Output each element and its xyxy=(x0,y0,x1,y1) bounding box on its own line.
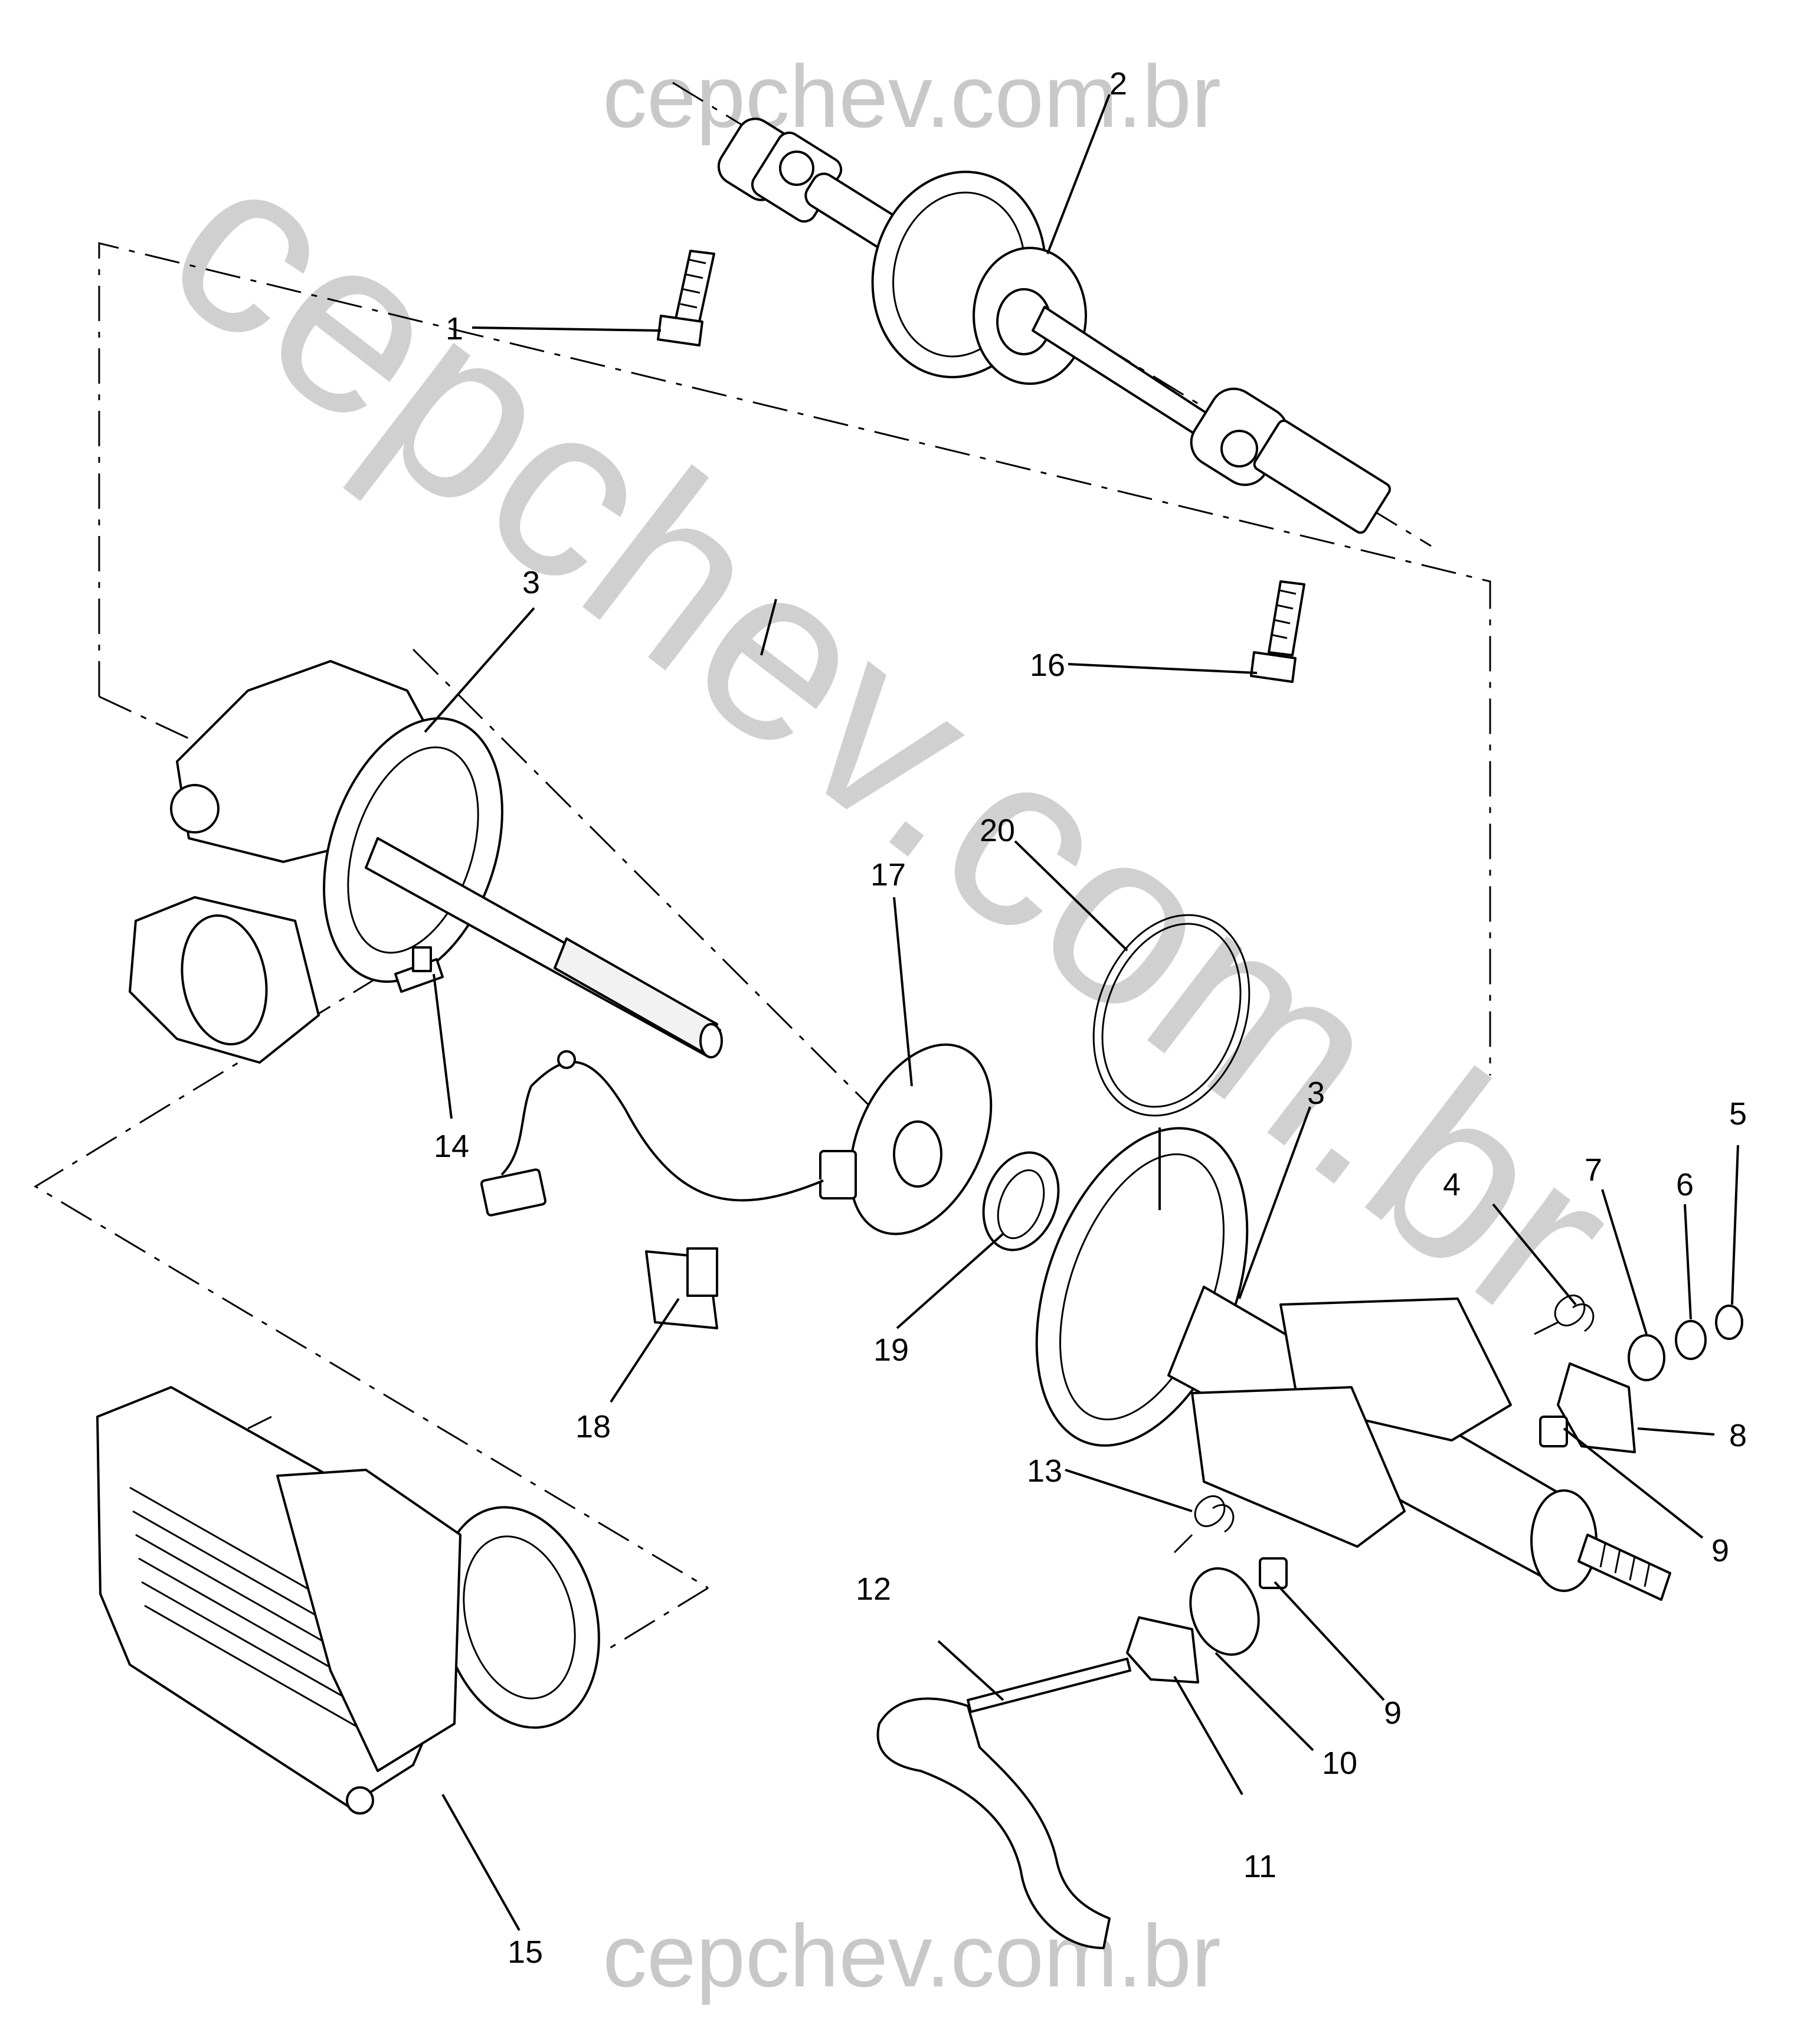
electric-power-steering-motor xyxy=(96,1386,600,1815)
bolt-16 xyxy=(1250,580,1305,683)
callout-19: 19 xyxy=(873,1332,909,1368)
callout-15: 15 xyxy=(508,1934,543,1970)
connector-18 xyxy=(645,1247,718,1329)
callout-13: 13 xyxy=(1027,1453,1062,1489)
callout-20: 20 xyxy=(980,813,1015,848)
washer-19 xyxy=(982,1151,1060,1251)
steering-column-upper-housing xyxy=(129,660,723,1064)
washer-7 xyxy=(1628,1334,1665,1381)
callout-9-lower: 9 xyxy=(1384,1695,1402,1731)
pawl-9-upper xyxy=(1539,1416,1568,1447)
callout-11: 11 xyxy=(1243,1849,1276,1884)
cam-10 xyxy=(1189,1567,1260,1656)
steering-angle-sensor xyxy=(480,1043,993,1236)
callout-18: 18 xyxy=(575,1409,611,1444)
small-parts-right xyxy=(1126,1295,1743,1684)
callout-3-lower: 3 xyxy=(1307,1076,1325,1111)
watermark-bottom: cepchev.com.br xyxy=(603,1906,1221,2005)
callout-7: 7 xyxy=(1585,1152,1602,1188)
callout-5: 5 xyxy=(1729,1096,1747,1132)
pawl-9-lower xyxy=(1259,1557,1288,1589)
watermark-top: cepchev.com.br xyxy=(603,47,1221,146)
callout-10: 10 xyxy=(1322,1746,1357,1781)
leader-lines xyxy=(424,94,1739,1931)
callout-14: 14 xyxy=(434,1129,469,1164)
callout-8: 8 xyxy=(1729,1418,1747,1453)
callout-16: 16 xyxy=(1030,648,1065,683)
washer-5 xyxy=(1715,1305,1743,1340)
callout-4: 4 xyxy=(1443,1167,1461,1202)
cam-8 xyxy=(1557,1362,1636,1453)
washer-6 xyxy=(1675,1320,1707,1360)
callout-6: 6 xyxy=(1676,1167,1694,1202)
callout-1: 1 xyxy=(446,311,463,347)
callout-12: 12 xyxy=(856,1571,891,1607)
steering-column-lower-jacket xyxy=(1035,1127,1671,1601)
tilt-lever-12 xyxy=(876,1658,1131,1949)
screw-14 xyxy=(394,946,444,993)
callout-9-upper: 9 xyxy=(1711,1533,1729,1568)
bolt-1 xyxy=(657,250,715,347)
callout-17: 17 xyxy=(870,857,906,893)
spring-13 xyxy=(1173,1495,1235,1554)
lever-11 xyxy=(1126,1616,1199,1684)
callout-2: 2 xyxy=(1109,66,1127,102)
retaining-ring-20 xyxy=(1092,914,1251,1117)
spring-4 xyxy=(1534,1295,1595,1335)
callout-labels: 1 2 3 3 4 5 6 7 8 9 9 10 11 12 13 14 15 … xyxy=(434,66,1747,1970)
intermediate-shaft xyxy=(717,117,1391,534)
callout-3-upper: 3 xyxy=(522,565,540,600)
